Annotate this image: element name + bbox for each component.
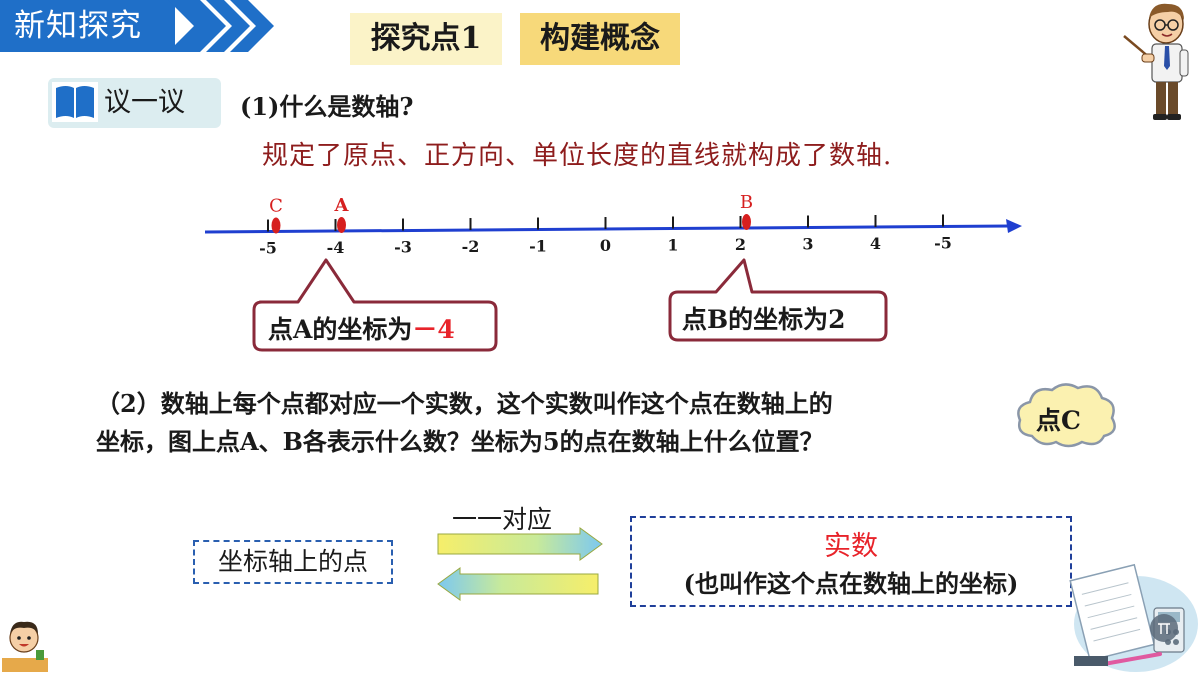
tick-label: -3 [394,238,412,257]
tick-label: -4 [327,238,345,257]
cloud-text: 点C [1036,406,1081,435]
real-number-title: 实数 [824,531,878,562]
question-2-line-1: （2）数轴上每个点都对应一个实数，这个实数叫作这个点在数轴上的 [96,389,833,418]
build-concept-label: 构建概念 [520,13,680,65]
tick-label: -5 [259,239,277,258]
tick-label: 2 [735,235,746,254]
math-illustration-icon [1069,563,1198,672]
point-label-b: B [740,192,753,213]
question-2-line-2: 坐标，图上点A、B各表示什么数？坐标为5的点在数轴上什么位置？ [96,427,824,456]
tick-label: -2 [462,237,480,256]
axis-arrowhead [1006,219,1022,233]
explore-point-label: 探究点1 [350,13,502,65]
discuss-label: 议一议 [104,87,185,118]
point-b [742,213,751,230]
callout-a: 点A的坐标为－4 [268,310,455,346]
student-figure-icon [2,621,48,672]
section-banner [0,0,274,52]
point-a [337,216,346,233]
answer-1: 规定了原点、正方向、单位长度的直线就构成了数轴. [262,141,893,171]
one-to-one-label: 一一对应 [452,505,553,534]
question-1: (1)什么是数轴? [240,92,414,121]
tick-label: -5 [934,233,952,252]
callout-b: 点B的坐标为2 [682,305,846,334]
teacher-figure-icon [1123,3,1189,120]
arrow-left [437,567,599,601]
callout-a-value: －4 [412,315,455,344]
open-book-icon [52,82,98,122]
tick-label: 1 [667,236,678,255]
number-line: -5 -4 -3 -2 -1 0 1 2 3 4 -5 C A B [204,192,1022,258]
point-label-a: A [334,195,350,216]
arrow-right [437,527,603,561]
real-number-subtitle: (也叫作这个点在数轴上的坐标) [683,569,1019,598]
section-title: 新知探究 [14,8,142,44]
cloud-shape [1017,383,1116,448]
point-label-c: C [269,195,283,216]
point-c [271,217,281,234]
tick-label: 3 [802,235,813,254]
tick-label: 0 [600,236,611,255]
tick-label: 4 [870,234,881,253]
callout-a-shape [252,258,498,352]
callout-a-prefix: 点A的坐标为 [268,315,413,344]
real-number-box [630,516,1072,607]
points-on-axis-box: 坐标轴上的点 [193,540,393,584]
tick-label: -1 [529,237,547,256]
double-arrow [437,527,603,601]
axis-line [204,224,1011,234]
callout-b-shape [668,258,888,342]
